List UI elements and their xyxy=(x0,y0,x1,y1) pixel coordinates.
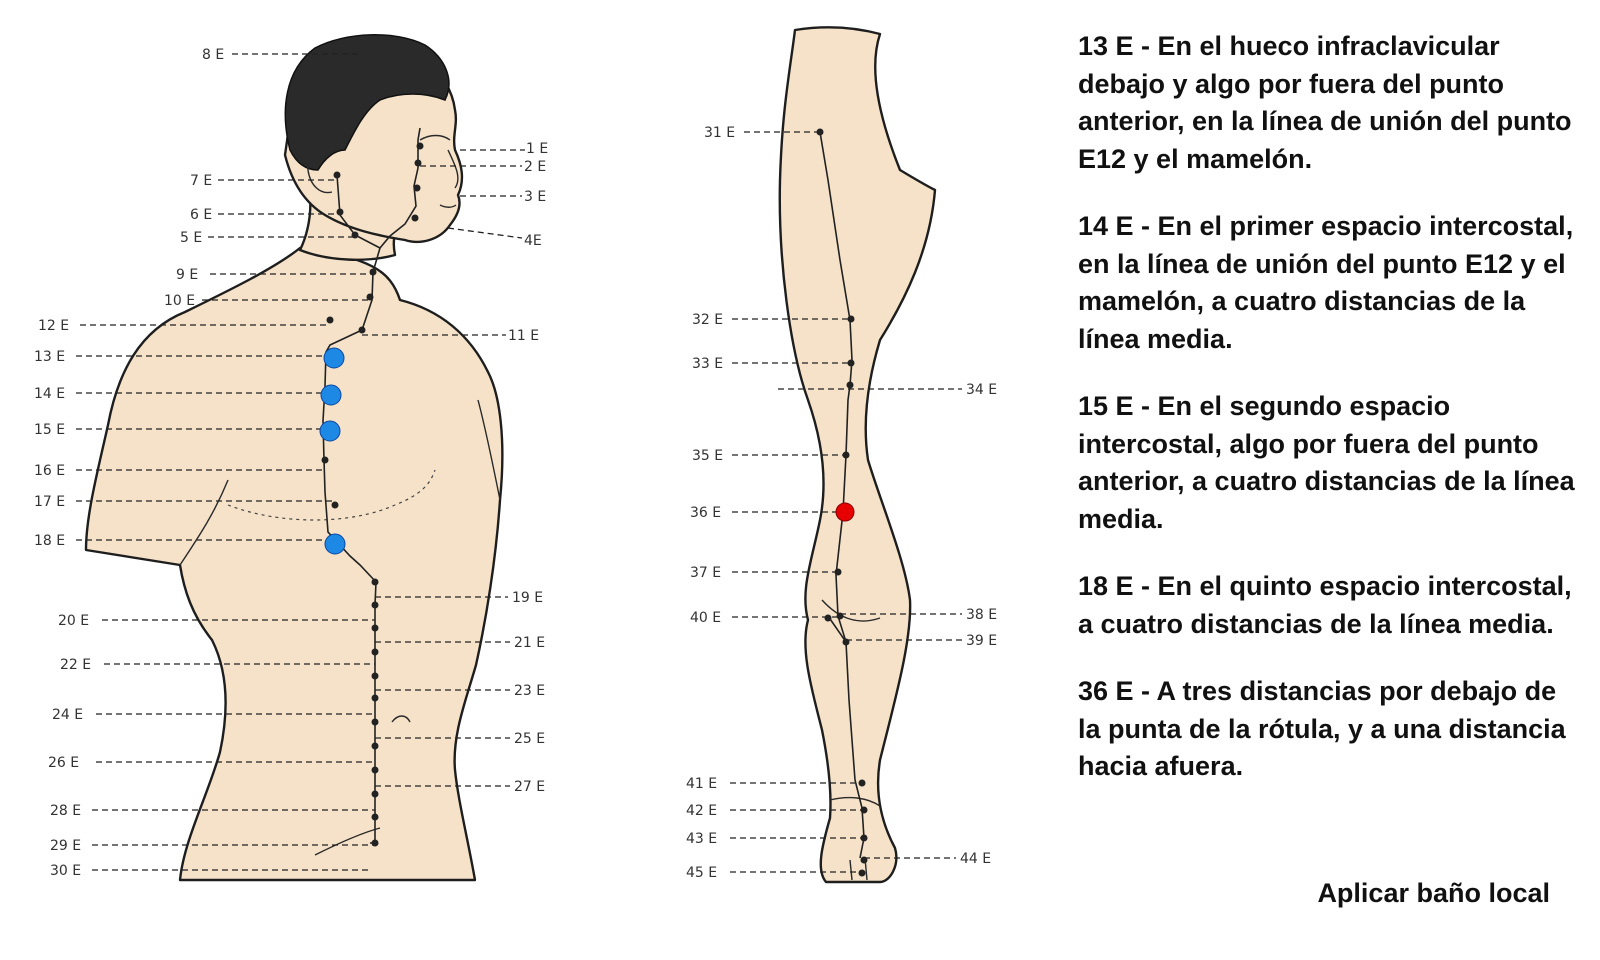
label-24E: 24 E xyxy=(52,707,83,723)
label-45E: 45 E xyxy=(686,865,717,881)
ankle-line xyxy=(829,796,881,807)
hair xyxy=(284,34,450,171)
meridian-diagram: 8 E 1 E 2 E 7 E 3 E 6 E 5 E 4E 9 E 10 E … xyxy=(34,26,997,884)
leg-figure: 31 E 32 E 33 E 34 E 35 E 36 E 37 E 40 E … xyxy=(686,26,997,884)
label-33E: 33 E xyxy=(692,356,723,372)
label-8E: 8 E xyxy=(202,47,224,63)
footer-note: Aplicar baño local xyxy=(1317,878,1550,908)
arm-crease xyxy=(179,479,229,566)
face-channel-line xyxy=(417,127,421,168)
description-14E: 14 E - En el primer espacio intercostal,… xyxy=(1078,211,1574,354)
label-1E: 1 E xyxy=(526,141,548,157)
label-17E: 17 E xyxy=(34,494,65,510)
label-37E: 37 E xyxy=(690,565,721,581)
label-2E: 2 E xyxy=(524,159,546,175)
label-3E: 3 E xyxy=(524,189,546,205)
label-26E: 26 E xyxy=(48,755,79,771)
label-36E: 36 E xyxy=(690,505,721,521)
description-18E: 18 E - En el quinto espacio intercostal,… xyxy=(1078,571,1572,639)
label-13E: 13 E xyxy=(34,349,65,365)
knee-line xyxy=(821,599,881,622)
label-28E: 28 E xyxy=(50,803,81,819)
label-19E: 19 E xyxy=(512,590,543,606)
label-10E: 10 E xyxy=(164,293,195,309)
leg-branch-line xyxy=(827,615,847,643)
label-41E: 41 E xyxy=(686,776,717,792)
label-39E: 39 E xyxy=(966,633,997,649)
label-35E: 35 E xyxy=(692,448,723,464)
selected-point-36E[interactable] xyxy=(835,502,855,522)
selected-point-13E[interactable] xyxy=(323,347,345,369)
navel xyxy=(391,715,411,723)
nose xyxy=(447,149,459,189)
torso-figure: 8 E 1 E 2 E 7 E 3 E 6 E 5 E 4E 9 E 10 E … xyxy=(34,34,548,882)
jaw-channel-line xyxy=(336,174,381,249)
label-22E: 22 E xyxy=(60,657,91,673)
description-15E: 15 E - En el segundo espacio intercostal… xyxy=(1078,391,1575,534)
eye xyxy=(419,134,451,141)
label-20E: 20 E xyxy=(58,613,89,629)
label-5E: 5 E xyxy=(180,230,202,246)
label-34E: 34 E xyxy=(966,382,997,398)
label-40E: 40 E xyxy=(690,610,721,626)
label-15E: 15 E xyxy=(34,422,65,438)
label-44E: 44 E xyxy=(960,851,991,867)
label-42E: 42 E xyxy=(686,803,717,819)
label-29E: 29 E xyxy=(50,838,81,854)
label-7E: 7 E xyxy=(190,173,212,189)
leg-leader-lines xyxy=(730,131,962,873)
ear xyxy=(306,145,333,194)
label-6E: 6 E xyxy=(190,207,212,223)
label-31E: 31 E xyxy=(704,125,735,141)
label-38E: 38 E xyxy=(966,607,997,623)
label-11E: 11 E xyxy=(508,328,539,344)
label-9E: 9 E xyxy=(176,267,198,283)
label-23E: 23 E xyxy=(514,683,545,699)
mouth xyxy=(439,204,457,208)
torso-channel-dots xyxy=(321,142,424,847)
selected-point-18E[interactable] xyxy=(324,533,346,555)
point-descriptions: 13 E - En el hueco infraclavicular debaj… xyxy=(1078,28,1578,816)
right-arm-line xyxy=(477,399,501,501)
label-12E: 12 E xyxy=(38,318,69,334)
chest-crease xyxy=(227,469,436,521)
label-16E: 16 E xyxy=(34,463,65,479)
label-18E: 18 E xyxy=(34,533,65,549)
torso-body xyxy=(84,246,504,882)
torso-leader-lines xyxy=(76,53,525,871)
label-21E: 21 E xyxy=(514,635,545,651)
selected-point-14E[interactable] xyxy=(320,384,342,406)
description-13E: 13 E - En el hueco infraclavicular debaj… xyxy=(1078,31,1572,174)
leg-body xyxy=(778,26,937,884)
description-36E: 36 E - A tres distancias por debajo de l… xyxy=(1078,676,1566,781)
label-27E: 27 E xyxy=(514,779,545,795)
label-32E: 32 E xyxy=(692,312,723,328)
label-43E: 43 E xyxy=(686,831,717,847)
label-14E: 14 E xyxy=(34,386,65,402)
label-25E: 25 E xyxy=(514,731,545,747)
label-4E: 4E xyxy=(524,233,542,249)
label-30E: 30 E xyxy=(50,863,81,879)
selected-point-15E[interactable] xyxy=(319,420,341,442)
